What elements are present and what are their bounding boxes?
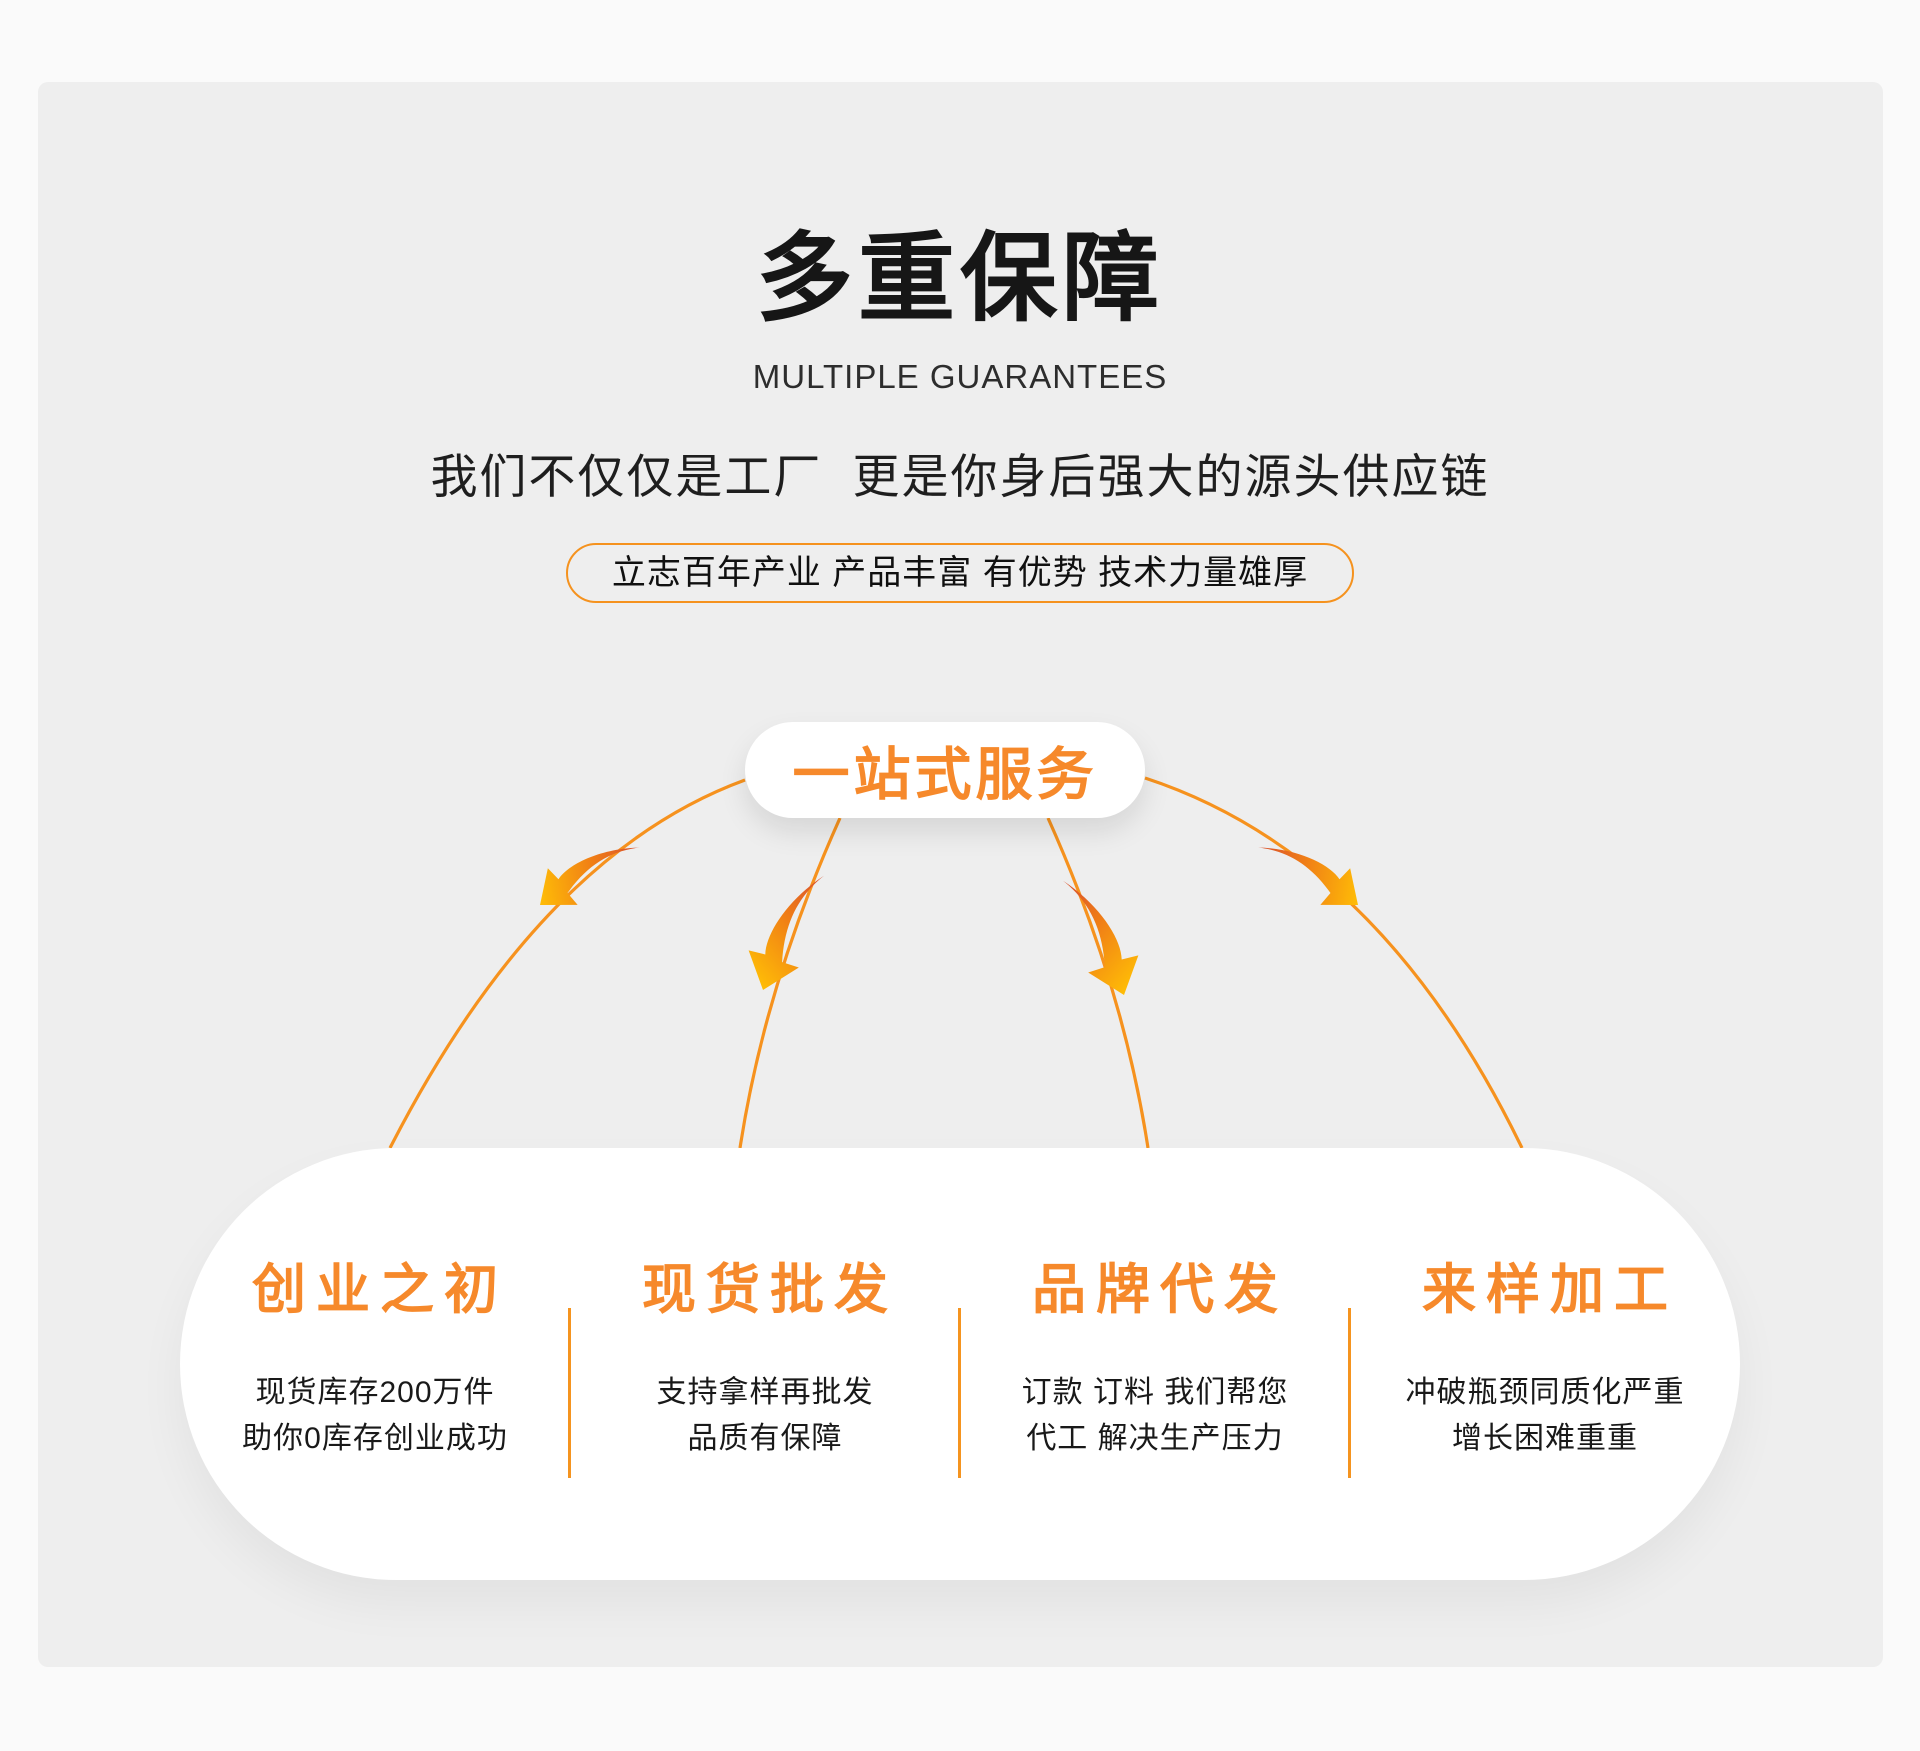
service-column-sample-processing: 来样加工 冲破瓶颈同质化严重增长困难重重 xyxy=(1350,1148,1740,1580)
service-title: 现货批发 xyxy=(642,1260,898,1320)
page-subtitle: MULTIPLE GUARANTEES xyxy=(752,358,1168,395)
one-stop-service-label: 一站式服务 xyxy=(792,743,1098,807)
service-description: 支持拿样再批发品质有保障 xyxy=(657,1370,874,1462)
service-line: 助你0库存创业成功 xyxy=(242,1422,508,1455)
column-divider xyxy=(568,1308,571,1478)
service-line: 支持拿样再批发 xyxy=(656,1376,874,1409)
service-line: 订款 订料 我们帮您 xyxy=(1021,1376,1289,1409)
arrow-line-1 xyxy=(388,778,746,1149)
badge-row: 立志百年产业 产品丰富 有优势 技术力量雄厚 xyxy=(0,543,1920,603)
curved-arrow-icon xyxy=(1059,880,1141,996)
service-description: 冲破瓶颈同质化严重增长困难重重 xyxy=(1406,1370,1685,1462)
page-title: 多重保障 xyxy=(756,224,1164,333)
service-description: 订款 订料 我们帮您代工 解决生产压力 xyxy=(1022,1370,1289,1462)
service-title: 来样加工 xyxy=(1422,1260,1678,1320)
service-title: 创业之初 xyxy=(252,1260,508,1320)
arrow-line-2 xyxy=(738,817,842,1149)
service-line: 冲破瓶颈同质化严重 xyxy=(1405,1376,1685,1409)
column-divider xyxy=(958,1308,961,1478)
arrow-line-4 xyxy=(1144,776,1524,1149)
service-column-brand-dropship: 品牌代发 订款 订料 我们帮您代工 解决生产压力 xyxy=(960,1148,1350,1580)
curved-arrow-icon xyxy=(746,875,828,991)
service-column-startup: 创业之初 现货库存200万件助你0库存创业成功 xyxy=(180,1148,570,1580)
column-divider xyxy=(1348,1308,1351,1478)
service-line: 增长困难重重 xyxy=(1452,1422,1638,1455)
services-card: 创业之初 现货库存200万件助你0库存创业成功 现货批发 支持拿样再批发品质有保… xyxy=(180,1148,1740,1580)
service-line: 代工 解决生产压力 xyxy=(1026,1422,1284,1455)
one-stop-service-pill: 一站式服务 xyxy=(745,722,1145,818)
service-column-wholesale: 现货批发 支持拿样再批发品质有保障 xyxy=(570,1148,960,1580)
arrow-line-3 xyxy=(1046,817,1150,1149)
tagline: 我们不仅仅是工厂 更是你身后强大的源头供应链 xyxy=(430,450,1490,503)
service-title: 品牌代发 xyxy=(1032,1260,1288,1320)
service-line: 品质有保障 xyxy=(687,1422,843,1455)
service-line: 现货库存200万件 xyxy=(255,1376,495,1409)
service-description: 现货库存200万件助你0库存创业成功 xyxy=(242,1370,508,1462)
curved-arrow-icon xyxy=(1258,812,1369,934)
slogan-badge: 立志百年产业 产品丰富 有优势 技术力量雄厚 xyxy=(565,543,1355,603)
